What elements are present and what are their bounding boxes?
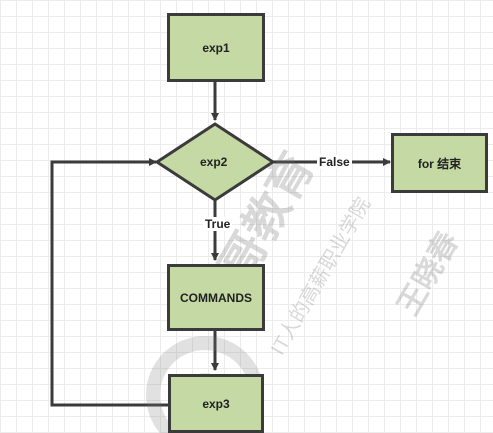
node-label-exp3: exp3 — [202, 396, 230, 411]
process-node-exp3[interactable]: exp3 — [168, 374, 264, 433]
process-node-exp1[interactable]: exp1 — [167, 13, 265, 82]
edge-exp3-loop-to-exp2 — [50, 158, 168, 407]
decision-diamond-exp2[interactable] — [154, 122, 276, 202]
terminal-node-for-end[interactable]: for 结束 — [391, 133, 488, 193]
process-node-commands[interactable]: COMMANDS — [167, 264, 265, 331]
node-label-for-end: for 结束 — [417, 156, 462, 171]
node-label-exp2: exp2 — [200, 155, 228, 169]
edge-label-false: False — [317, 155, 352, 169]
node-label-commands: COMMANDS — [180, 290, 252, 305]
node-label-exp1: exp1 — [202, 40, 230, 55]
edge-label-true: True — [203, 217, 233, 231]
